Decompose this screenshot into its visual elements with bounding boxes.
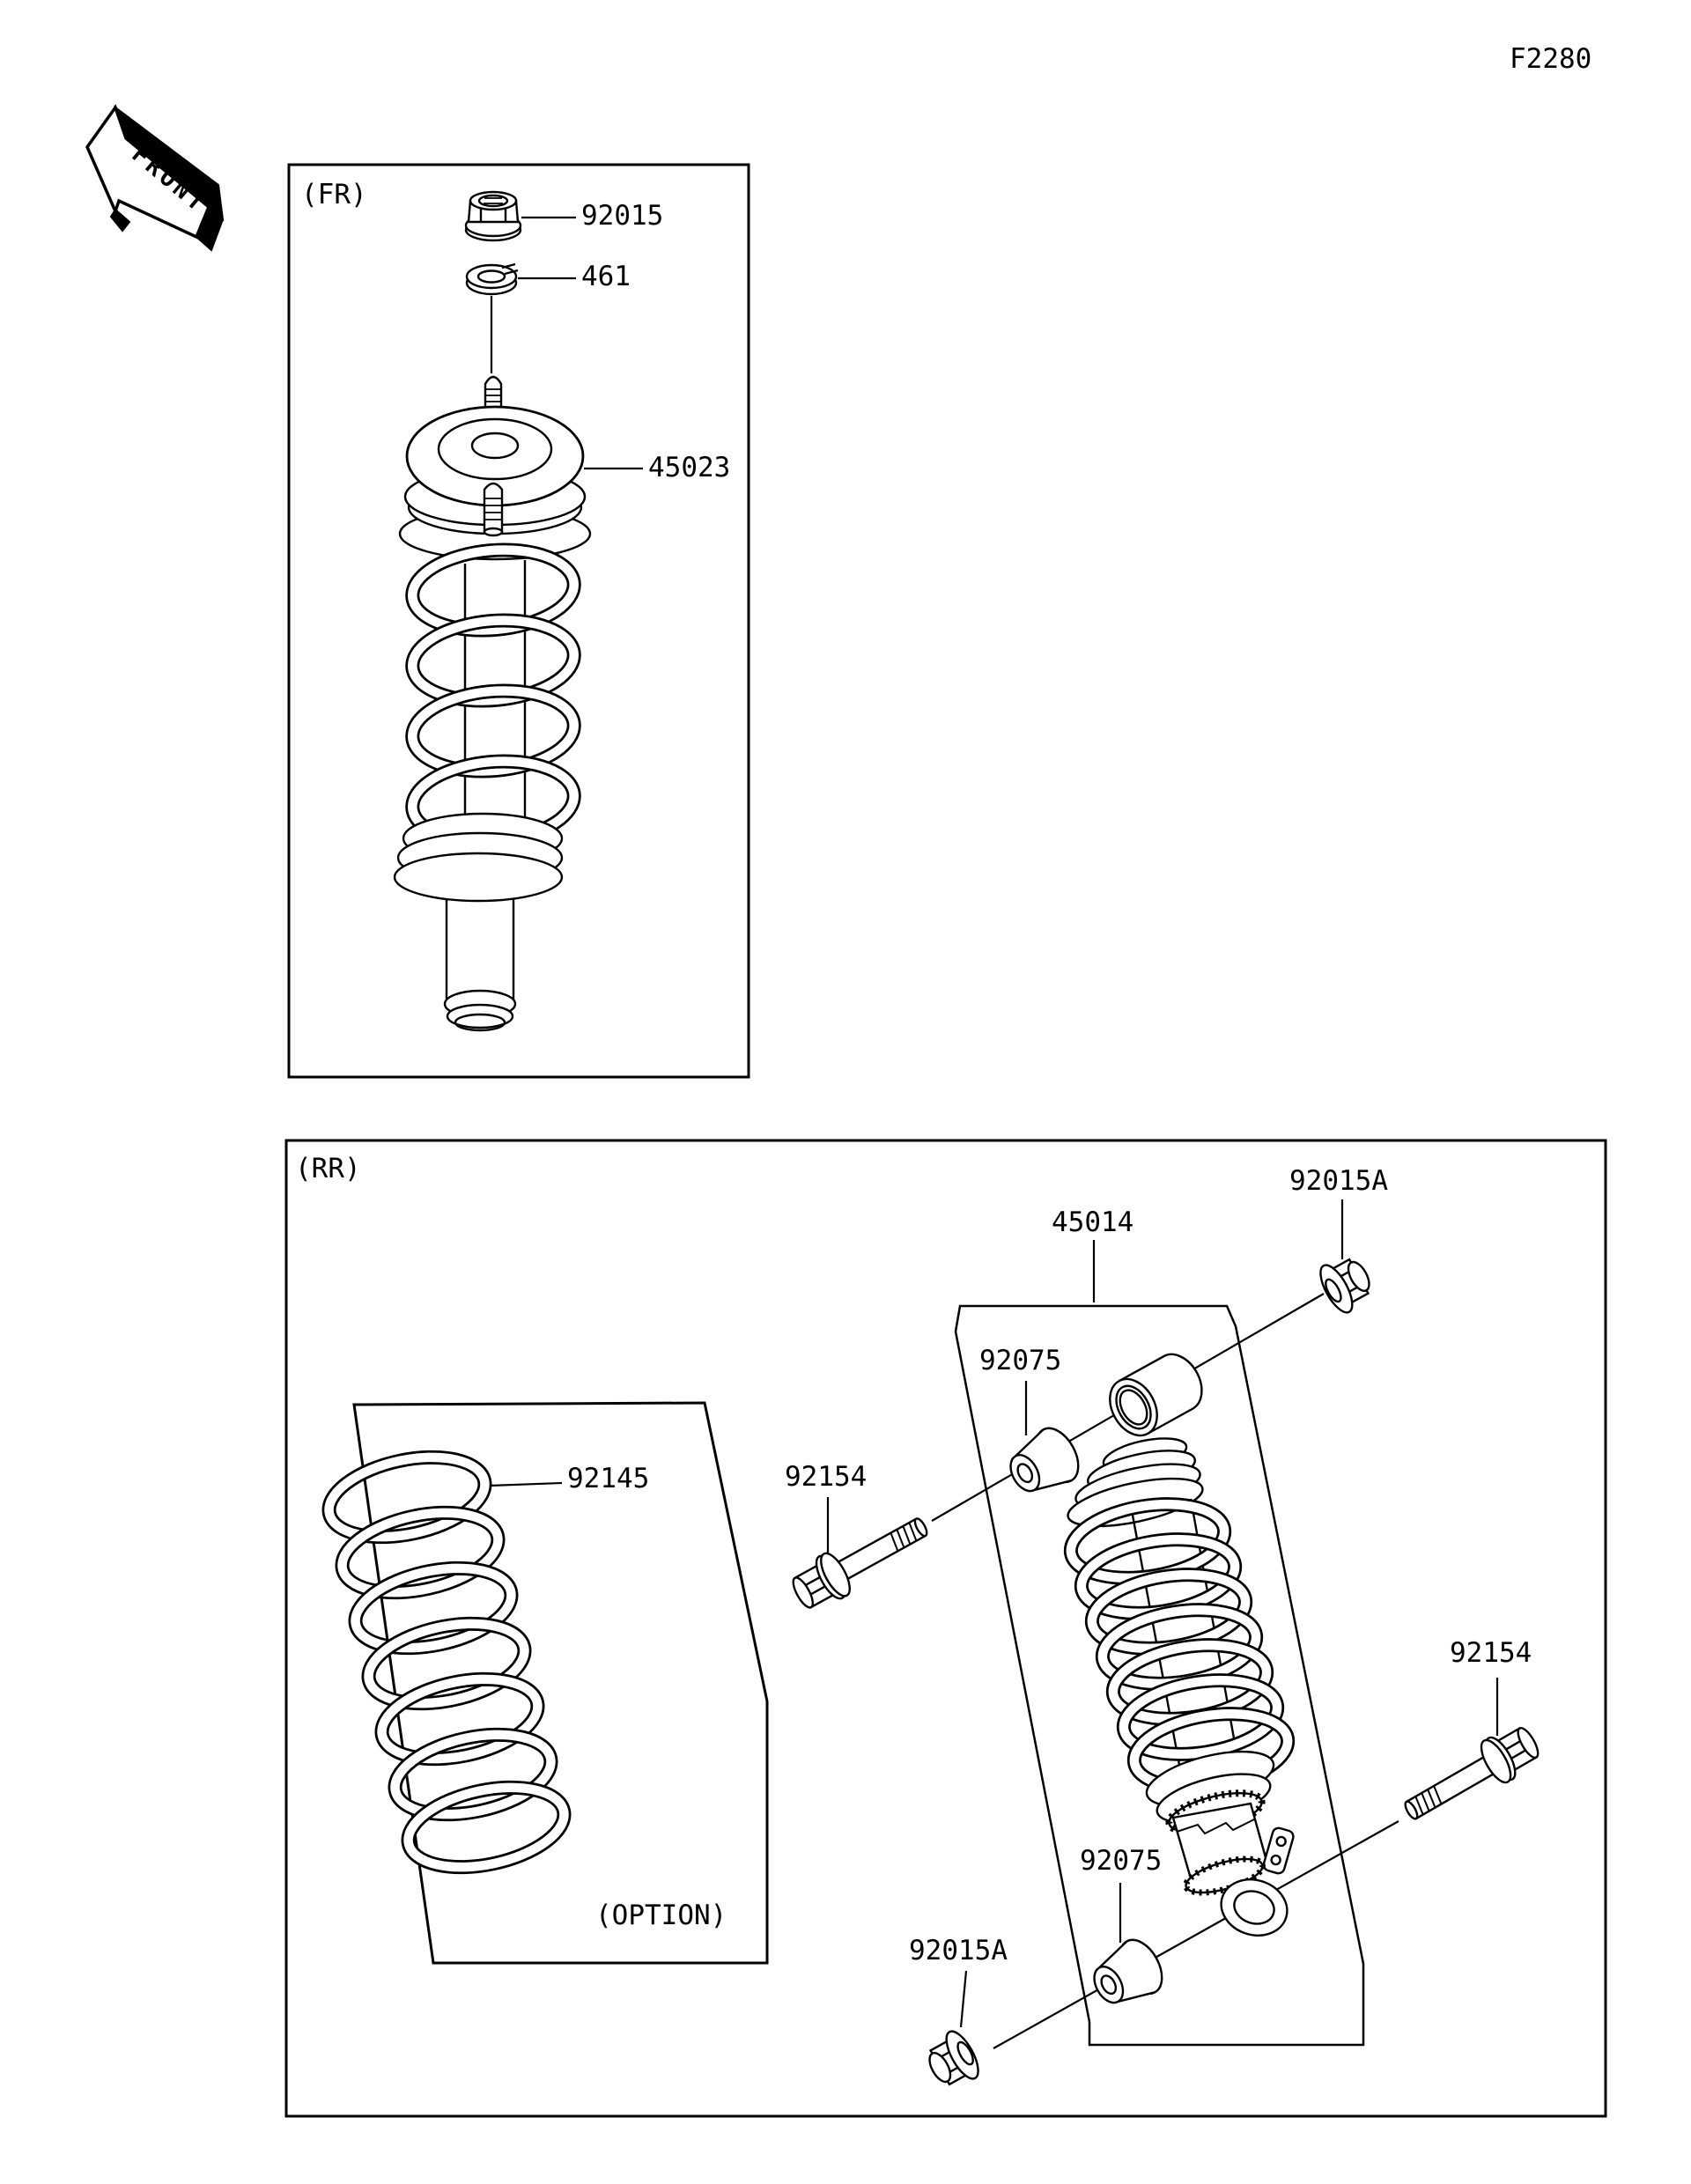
option-sub-box — [352, 1401, 769, 1965]
rr-section-title: (RR) — [295, 1153, 361, 1184]
fr-flange-nut — [464, 190, 522, 242]
upper-bushing — [1009, 1427, 1080, 1493]
part-label-92154-left: 92154 — [785, 1461, 868, 1493]
rr-coil-spring — [1063, 1497, 1296, 1795]
front-shock-absorber-drawing — [393, 375, 592, 1032]
right-mounting-bolt — [1404, 1726, 1540, 1820]
part-label-45023: 45023 — [648, 452, 731, 483]
part-label-461: 461 — [581, 261, 631, 292]
part-label-92015a-upper: 92015A — [1289, 1165, 1388, 1197]
fr-section-title: (FR) — [301, 179, 367, 210]
part-label-45014: 45014 — [1052, 1206, 1134, 1238]
upper-flange-nut — [1319, 1258, 1370, 1314]
lower-bushing — [1093, 1938, 1163, 2004]
option-label: (OPTION) — [595, 1900, 727, 1931]
lower-flange-nut — [928, 2030, 979, 2086]
fr-leader-lines — [490, 216, 643, 470]
fr-section-box — [287, 163, 750, 1079]
part-label-92075-lower: 92075 — [1080, 1845, 1163, 1877]
optional-spring-drawing — [321, 1450, 572, 1875]
part-label-92145: 92145 — [567, 1463, 650, 1494]
rr-section-box — [284, 1139, 1607, 2118]
page-code: F2280 — [1510, 43, 1592, 75]
part-label-92015: 92015 — [581, 200, 664, 232]
part-label-92154-right: 92154 — [1450, 1637, 1532, 1669]
left-mounting-bolt — [792, 1517, 928, 1609]
front-direction-arrow: FRONT — [85, 104, 225, 252]
fr-spring-washer — [465, 262, 519, 296]
rear-shock-absorber-drawing — [1063, 1353, 1296, 1937]
fr-coil-spring — [405, 542, 581, 849]
part-label-92015a-lower: 92015A — [909, 1935, 1008, 1966]
part-label-92075-upper: 92075 — [979, 1345, 1062, 1376]
